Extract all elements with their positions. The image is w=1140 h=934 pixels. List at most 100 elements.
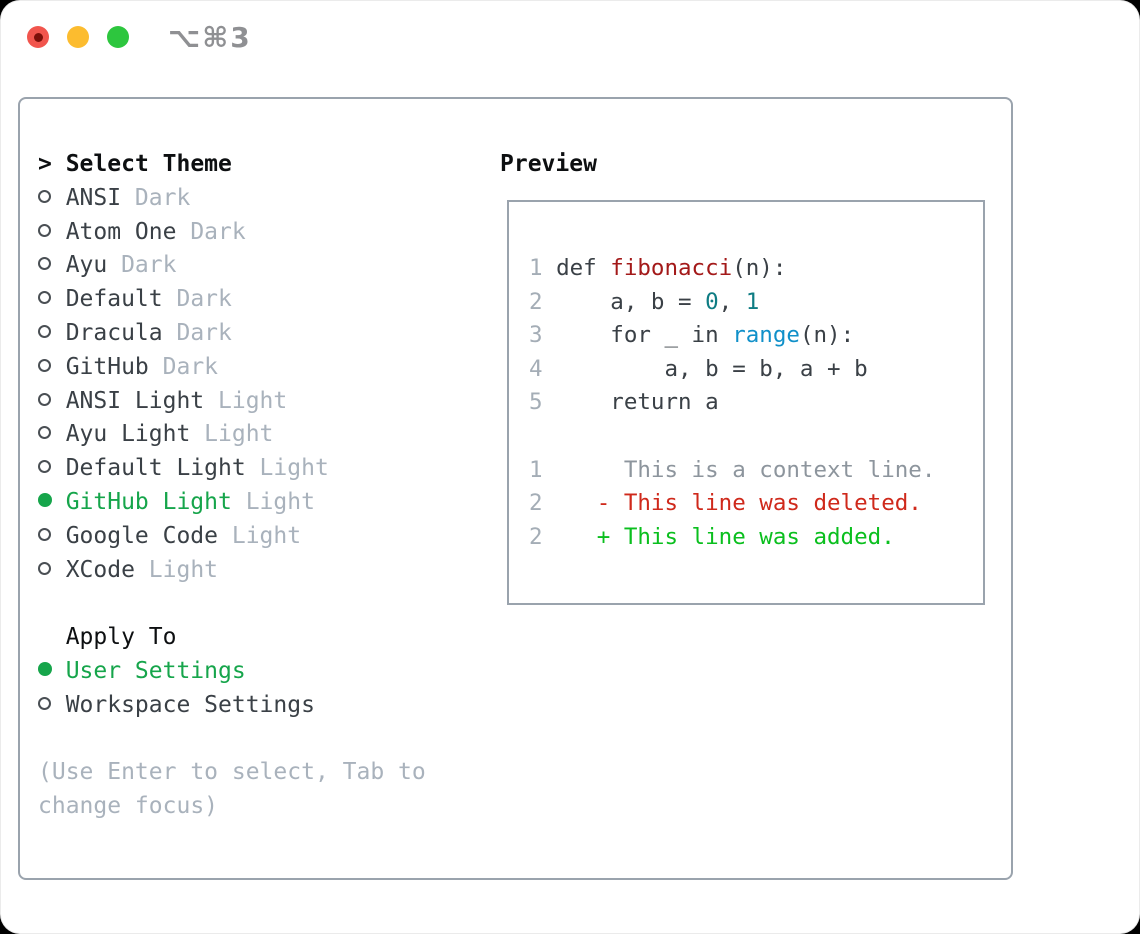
option-label: ANSI Light (65, 387, 205, 414)
radio-unselected-icon (38, 257, 51, 271)
token-code: return a (556, 389, 719, 416)
token-del: - This line was deleted. (542, 490, 922, 517)
preview-line-8: 2 - This line was deleted. (529, 487, 983, 521)
radio-unselected-icon (38, 392, 51, 406)
token-code: a, b = b, a + b (556, 355, 868, 382)
token-code: def (556, 255, 611, 281)
option-variant-tag: Light (231, 488, 315, 515)
option-label: GitHub Light (65, 488, 232, 515)
close-dot-icon (33, 32, 43, 42)
apply-option-user-settings[interactable]: User Settings (38, 655, 488, 689)
option-variant-tag: Light (218, 522, 302, 549)
radio-unselected-icon (38, 460, 51, 474)
preview-line-5: 5 return a (529, 386, 983, 420)
preview-line-4: 4 a, b = b, a + b (529, 353, 983, 387)
zoom-button[interactable] (107, 26, 129, 48)
option-variant-tag: Dark (107, 252, 177, 279)
theme-option-atom-one[interactable]: Atom One Dark (38, 216, 488, 250)
token-num: 1 (529, 255, 557, 281)
radio-unselected-icon (38, 426, 51, 440)
window-shortcut-label: ⌥⌘3 (168, 21, 252, 54)
theme-option-ansi[interactable]: ANSI Dark (38, 182, 488, 216)
theme-option-default[interactable]: Default Dark (38, 283, 488, 317)
token-code: for _ in (556, 322, 733, 349)
token-num: 2 (529, 490, 543, 517)
option-label: Default (65, 286, 163, 313)
preview-line-2: 2 a, b = 0, 1 (529, 286, 983, 320)
theme-option-ayu[interactable]: Ayu Dark (38, 249, 488, 283)
token-num: 2 (529, 523, 543, 550)
preview-line-3: 3 for _ in range(n): (529, 319, 983, 353)
option-label: ANSI (65, 184, 122, 211)
token-add: + This line was added. (542, 523, 895, 550)
keyboard-hint-text: (Use Enter to select, Tab to change focu… (38, 759, 426, 820)
radio-selected-icon (38, 662, 52, 677)
option-label: Workspace Settings (65, 691, 315, 718)
theme-option-github[interactable]: GitHub Dark (38, 351, 488, 385)
option-variant-tag: Dark (162, 319, 232, 346)
token-num: 5 (529, 389, 557, 416)
preview-line-9: 2 + This line was added. (529, 521, 983, 555)
token-lit: 1 (745, 288, 760, 315)
radio-unselected-icon (38, 223, 51, 237)
option-variant-tag: Dark (162, 286, 232, 313)
radio-unselected-icon (38, 291, 51, 305)
theme-option-ansi-light[interactable]: ANSI Light Light (38, 385, 488, 419)
token-num: 3 (529, 322, 557, 349)
option-label: Google Code (65, 522, 219, 549)
option-variant-tag: Light (204, 387, 288, 414)
apply-to-title: Apply To (65, 624, 177, 651)
theme-option-xcode[interactable]: XCode Light (38, 554, 488, 588)
radio-unselected-icon (38, 324, 51, 338)
radio-unselected-icon (38, 527, 51, 541)
option-label: Dracula (65, 319, 163, 346)
option-label: GitHub (65, 353, 149, 380)
token-num: 2 (529, 288, 557, 315)
radio-unselected-icon (38, 189, 51, 203)
preview-line-7: 1 This is a context line. (529, 454, 983, 488)
preview-line-6 (529, 420, 983, 454)
theme-option-google-code[interactable]: Google Code Light (38, 520, 488, 554)
titlebar: ⌥⌘3 (0, 0, 1140, 70)
option-variant-tag: Dark (121, 184, 191, 211)
token-num: 4 (529, 355, 557, 382)
theme-option-ayu-light[interactable]: Ayu Light Light (38, 418, 488, 452)
option-label: Atom One (65, 218, 177, 245)
radio-selected-icon (38, 493, 52, 508)
preview-line-1: 1 def fibonacci(n): (529, 252, 983, 286)
option-variant-tag: Light (245, 455, 329, 482)
radio-unselected-icon (38, 358, 51, 372)
theme-option-github-light[interactable]: GitHub Light Light (38, 486, 488, 520)
token-ctx: This is a context line. (542, 456, 936, 483)
theme-option-default-light[interactable]: Default Light Light (38, 452, 488, 486)
preview-title: Preview (500, 151, 597, 177)
radio-unselected-icon (38, 561, 51, 575)
select-theme-title-label: Select Theme (65, 151, 232, 177)
radio-unselected-icon (38, 696, 51, 710)
apply-option-workspace-settings[interactable]: Workspace Settings (38, 689, 488, 723)
option-label: XCode (65, 556, 135, 583)
option-variant-tag: Dark (148, 353, 219, 380)
minimize-button[interactable] (67, 26, 89, 48)
title-caret-icon: > (38, 151, 66, 177)
token-num: 1 (529, 456, 543, 483)
option-variant-tag: Light (134, 556, 219, 583)
token-lit: 0 (705, 288, 719, 315)
option-label: Ayu Light (65, 421, 191, 448)
token-code: (n): (799, 322, 855, 349)
preview-column: Preview 1 def fibonacci(n):2 a, b = 0, 1… (500, 148, 985, 605)
token-code: a, b = (556, 288, 706, 315)
close-button[interactable] (27, 26, 49, 48)
token-func: fibonacci (610, 255, 733, 281)
token-code: , (718, 288, 746, 315)
option-variant-tag: Light (190, 421, 274, 448)
theme-option-dracula[interactable]: Dracula Dark (38, 317, 488, 351)
option-label: User Settings (65, 657, 246, 684)
token-builtin: range (732, 322, 800, 349)
